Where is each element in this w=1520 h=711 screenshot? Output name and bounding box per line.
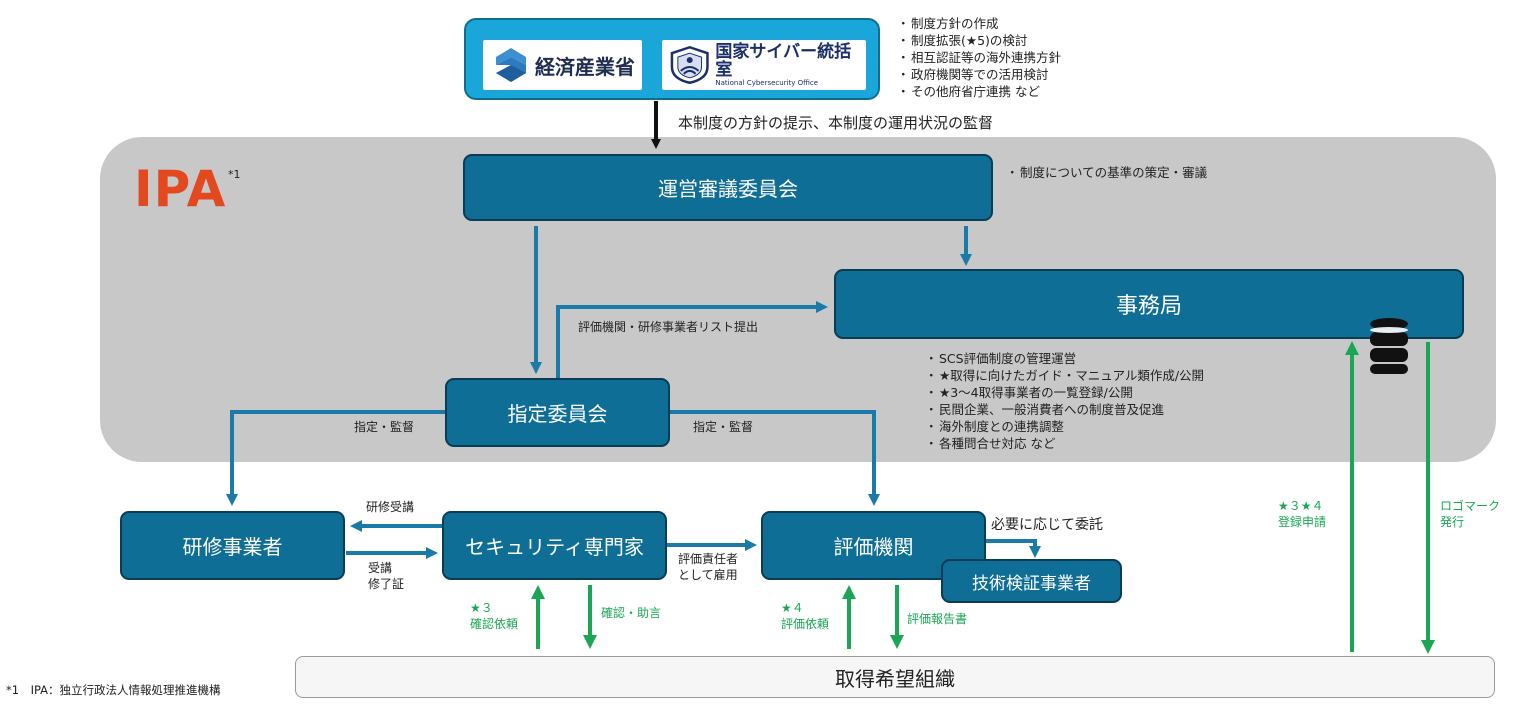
star4-label-2: 評価依頼 <box>781 617 830 631</box>
policy-label: 本制度の方針の提示、本制度の運用状況の監督 <box>678 114 994 132</box>
list-item: ・★3～4取得事業者の一覧登録/公開 <box>925 385 1133 400</box>
list-item: ・民間企業、一般消費者への制度普及促進 <box>925 402 1165 417</box>
list-item: ・制度方針の作成 <box>897 16 999 31</box>
training-label: 研修受講 <box>366 500 415 514</box>
star3-label-1: ★３ <box>470 601 493 615</box>
security-expert-box: セキュリティ専門家 <box>442 511 667 580</box>
government-task-list: ・制度方針の作成 ・制度拡張(★5)の検討 ・相互認証等の海外連携方針 ・政府機… <box>897 15 1061 100</box>
logo-mark-label-1: ロゴマーク <box>1440 499 1501 513</box>
tech-verifier-box: 技術検証事業者 <box>941 559 1122 603</box>
list-item: ・SCS評価制度の管理運営 <box>925 351 1077 366</box>
evaluation-body-box: 評価機関 <box>761 511 986 580</box>
designate-trainer-arrow <box>226 410 445 506</box>
ipa-footnote-mark: *1 <box>228 168 241 181</box>
star4-label-1: ★４ <box>781 601 804 615</box>
nisc-label-group: 国家サイバー統括室 National Cybersecurity Office <box>715 43 866 88</box>
list-item: ・その他府省庁連携 など <box>897 84 1040 99</box>
star3-label-2: 確認依頼 <box>470 617 519 631</box>
delegate-label: 必要に応じて委託 <box>991 517 1103 533</box>
delegate-arrow <box>986 539 1041 558</box>
designate-left-label: 指定・監督 <box>354 420 415 434</box>
employ-label-2: として雇用 <box>678 568 738 582</box>
list-item: ・政府機関等での活用検討 <box>897 67 1049 82</box>
designate-evaluator-arrow <box>670 410 880 506</box>
nisc-label: 国家サイバー統括室 <box>715 41 852 80</box>
logo-mark-label-2: 発行 <box>1440 515 1465 529</box>
nisc-logo-card: 国家サイバー統括室 National Cybersecurity Office <box>662 40 866 90</box>
list-item: ・海外制度との連携調整 <box>925 419 1064 434</box>
list-item: ・相互認証等の海外連携方針 <box>897 50 1062 65</box>
ipa-logo: IPA <box>134 160 227 218</box>
list-item: ・制度についての基準の策定・審議 <box>1006 165 1208 180</box>
operating-committee-box: 運営審議委員会 <box>463 154 993 221</box>
advice-label: 確認・助言 <box>601 606 662 620</box>
registration-label-1: ★３★４ <box>1278 499 1324 513</box>
secretariat-task-list: ・SCS評価制度の管理運営 ・★取得に向けたガイド・マニュアル類作成/公開 ・★… <box>925 350 1204 452</box>
secretariat-box: 事務局 <box>834 269 1464 339</box>
meti-logo-icon <box>496 48 526 82</box>
completion-label-1: 受講 <box>368 561 393 575</box>
nisc-emblem-icon <box>670 45 709 85</box>
completion-label-2: 修了証 <box>368 577 405 591</box>
report-label: 評価報告書 <box>907 612 968 626</box>
database-icon <box>1370 318 1408 374</box>
footnote: *1 IPA：独立行政法人情報処理推進機構 <box>6 683 221 697</box>
list-item: ・制度拡張(★5)の検討 <box>897 33 1028 48</box>
training-provider-box: 研修事業者 <box>120 511 345 580</box>
nisc-sub-label: National Cybersecurity Office <box>715 78 819 87</box>
list-submit-label: 評価機関・研修事業者リスト提出 <box>578 320 759 334</box>
meti-logo-card: 経済産業省 <box>483 40 642 90</box>
designate-right-label: 指定・監督 <box>693 420 754 434</box>
list-item: ・★取得に向けたガイド・マニュアル類作成/公開 <box>925 368 1205 383</box>
list-submit-arrow <box>556 301 828 378</box>
list-item: ・各種問合せ対応 など <box>925 436 1056 451</box>
committee-task-list: ・制度についての基準の策定・審議 <box>1006 164 1207 181</box>
applicant-organization-box: 取得希望組織 <box>295 656 1495 698</box>
registration-label-2: 登録申請 <box>1278 515 1327 529</box>
meti-label: 経済産業省 <box>535 54 635 79</box>
employ-label-1: 評価責任者 <box>678 552 739 566</box>
designation-committee-box: 指定委員会 <box>445 378 670 447</box>
